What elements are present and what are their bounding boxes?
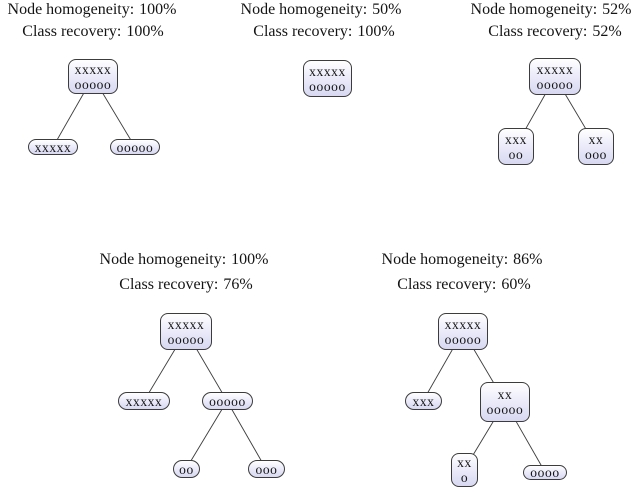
tree-node-root: xxxxx ooooo bbox=[303, 60, 352, 97]
recovery-value: 100% bbox=[126, 23, 164, 40]
tree-node-root: xxxxx ooooo bbox=[160, 313, 212, 350]
homogeneity-label: Node homogeneity: bbox=[7, 1, 135, 18]
homogeneity-caption: Node homogeneity:50% bbox=[241, 0, 402, 19]
node-line: xx bbox=[588, 131, 604, 147]
node-line: xxxxx bbox=[74, 61, 112, 77]
tree-node-leaf: oooo bbox=[523, 465, 567, 480]
homogeneity-caption: Node homogeneity:100% bbox=[8, 0, 177, 19]
recovery-label: Class recovery: bbox=[397, 276, 497, 293]
tree-node-leaf: xxx bbox=[405, 392, 442, 410]
tree-node-root: xxxxx ooooo bbox=[529, 58, 581, 95]
node-line: ooooo bbox=[309, 78, 346, 94]
recovery-caption: Class recovery:100% bbox=[253, 22, 394, 41]
homogeneity-value: 86% bbox=[513, 251, 543, 268]
homogeneity-value: 50% bbox=[372, 1, 402, 18]
node-line: xxxxx bbox=[444, 316, 482, 332]
recovery-label: Class recovery: bbox=[253, 23, 353, 40]
node-line: xxxxx bbox=[34, 139, 72, 155]
node-line: oo bbox=[508, 146, 524, 162]
node-line: ooooo bbox=[74, 76, 112, 92]
tree-node-internal: xx ooooo bbox=[480, 382, 530, 422]
recovery-value: 76% bbox=[223, 276, 253, 293]
recovery-value: 52% bbox=[592, 23, 622, 40]
tree-node-leaf: xxxxx bbox=[118, 392, 170, 410]
tree-node-root: xxxxx ooooo bbox=[438, 313, 488, 350]
homogeneity-caption: Node homogeneity:52% bbox=[471, 0, 632, 19]
recovery-caption: Class recovery:76% bbox=[119, 275, 252, 294]
recovery-label: Class recovery: bbox=[119, 276, 219, 293]
node-line: o bbox=[460, 470, 469, 485]
homogeneity-value: 100% bbox=[231, 251, 269, 268]
node-line: xxx bbox=[412, 393, 435, 409]
node-line: ooooo bbox=[486, 402, 524, 417]
recovery-label: Class recovery: bbox=[22, 23, 122, 40]
recovery-caption: Class recovery:52% bbox=[488, 22, 621, 41]
node-line: ooooo bbox=[167, 331, 205, 347]
node-line: xxxxx bbox=[309, 63, 346, 79]
node-line: ooooo bbox=[536, 76, 574, 92]
recovery-value: 60% bbox=[501, 276, 531, 293]
node-line: xxxxx bbox=[125, 393, 163, 409]
recovery-caption: Class recovery:100% bbox=[22, 22, 163, 41]
node-line: xxxxx bbox=[536, 61, 574, 77]
recovery-value: 100% bbox=[357, 23, 395, 40]
homogeneity-label: Node homogeneity: bbox=[470, 1, 598, 18]
tree-node-internal: ooooo bbox=[202, 392, 253, 410]
tree-node-leaf: ooo bbox=[248, 460, 285, 478]
tree-edge bbox=[185, 400, 228, 470]
tree-node-leaf: ooooo bbox=[110, 139, 160, 155]
node-line: ooooo bbox=[209, 393, 246, 409]
node-line: oo bbox=[179, 461, 194, 477]
homogeneity-label: Node homogeneity: bbox=[240, 1, 368, 18]
homogeneity-value: 100% bbox=[139, 1, 177, 18]
recovery-caption: Class recovery:60% bbox=[397, 275, 530, 294]
tree-node-leaf: xxxxx bbox=[28, 139, 78, 155]
node-line: ooooo bbox=[444, 331, 482, 347]
node-line: xx bbox=[497, 387, 513, 402]
tree-edge bbox=[226, 400, 267, 470]
node-line: oooo bbox=[530, 465, 560, 480]
tree-node-root: xxxxx ooooo bbox=[68, 59, 118, 94]
node-line: ooooo bbox=[116, 139, 154, 155]
homogeneity-caption: Node homogeneity:100% bbox=[100, 250, 269, 269]
homogeneity-caption: Node homogeneity:86% bbox=[382, 250, 543, 269]
homogeneity-label: Node homogeneity: bbox=[381, 251, 509, 268]
tree-node-leaf: xx ooo bbox=[578, 128, 614, 165]
node-line: xxx bbox=[504, 131, 528, 147]
tree-node-leaf: oo bbox=[173, 460, 200, 478]
tree-node-leaf: xxx oo bbox=[498, 128, 534, 165]
node-line: ooo bbox=[255, 461, 278, 477]
homogeneity-value: 52% bbox=[602, 1, 632, 18]
recovery-label: Class recovery: bbox=[488, 23, 588, 40]
node-line: xx bbox=[457, 455, 472, 470]
tree-node-leaf: xx o bbox=[451, 453, 478, 487]
node-line: ooo bbox=[584, 146, 608, 162]
node-line: xxxxx bbox=[167, 316, 205, 332]
homogeneity-label: Node homogeneity: bbox=[99, 251, 227, 268]
